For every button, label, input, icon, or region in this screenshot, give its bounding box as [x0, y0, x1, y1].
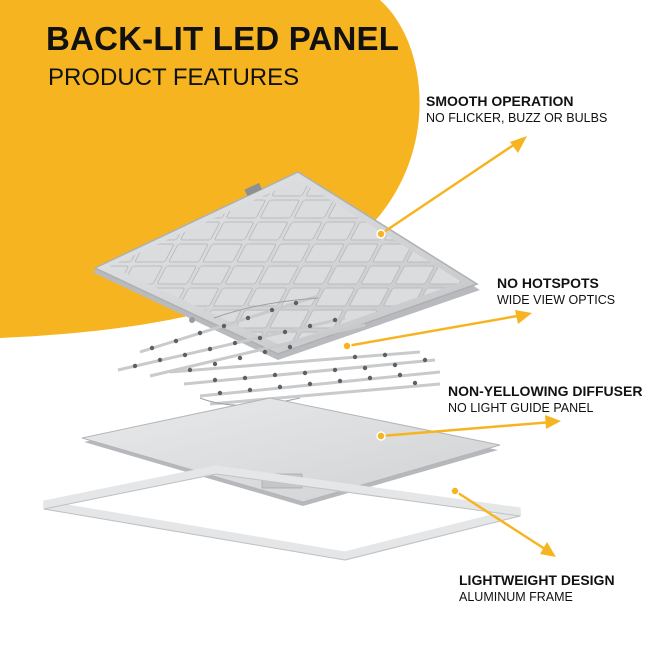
- feature-heading: NO HOTSPOTS: [497, 275, 599, 291]
- feature-no-hotspots: NO HOTSPOTS WIDE VIEW OPTICS: [497, 274, 615, 309]
- feature-heading: NON-YELLOWING DIFFUSER: [448, 383, 643, 399]
- feature-smooth-operation: SMOOTH OPERATION NO FLICKER, BUZZ OR BUL…: [426, 92, 607, 127]
- page-subtitle: PRODUCT FEATURES: [48, 64, 300, 91]
- feature-detail: NO LIGHT GUIDE PANEL: [448, 401, 594, 415]
- feature-heading: SMOOTH OPERATION: [426, 93, 574, 109]
- feature-detail: ALUMINUM FRAME: [459, 590, 573, 604]
- callout-arrows: [342, 136, 561, 557]
- feature-lightweight-design: LIGHTWEIGHT DESIGN ALUMINUM FRAME: [459, 571, 615, 606]
- diffuser-layer: [81, 397, 501, 506]
- led-chips: [132, 300, 428, 396]
- page-title: BACK-LIT LED PANEL: [46, 20, 400, 57]
- frame-layer: [43, 465, 522, 561]
- feature-non-yellowing-diffuser: NON-YELLOWING DIFFUSER NO LIGHT GUIDE PA…: [448, 382, 642, 417]
- feature-detail: WIDE VIEW OPTICS: [497, 293, 616, 307]
- feature-detail: NO FLICKER, BUZZ OR BULBS: [426, 111, 608, 125]
- housing-layer: [92, 171, 480, 360]
- feature-heading: LIGHTWEIGHT DESIGN: [459, 572, 615, 588]
